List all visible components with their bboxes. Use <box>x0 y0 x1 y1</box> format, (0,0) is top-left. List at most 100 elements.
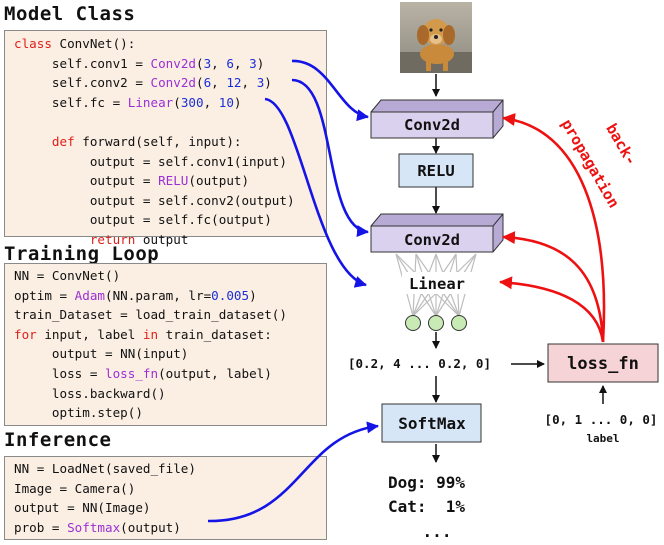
conv2d-1-label: Conv2d <box>404 116 460 134</box>
conv2d-layer-1: Conv2d <box>370 99 504 139</box>
training-loop-code: NN = ConvNet()optim = Adam(NN.param, lr=… <box>14 266 287 423</box>
code-token: , <box>211 75 227 91</box>
output-node-1 <box>405 315 421 331</box>
code-token: output = self.fc(output) <box>14 212 272 228</box>
training-loop-code-box <box>4 263 327 426</box>
code-line: output = NN(input) <box>14 344 287 364</box>
code-token: optim = <box>14 287 75 303</box>
code-token: ) <box>249 287 257 303</box>
loss-fn-box: loss_fn <box>547 343 659 383</box>
code-token: 6 <box>203 75 212 91</box>
code-token: 12 <box>226 75 242 91</box>
output-vector: [0.2, 4 ... 0.2, 0] <box>348 356 491 371</box>
code-line: Image = Camera() <box>14 479 196 499</box>
softmax-layer: SoftMax <box>381 403 482 443</box>
code-line: for input, label in train_dataset: <box>14 325 287 345</box>
code-token: 3 <box>249 55 257 71</box>
code-token: , <box>211 55 227 71</box>
code-line: NN = ConvNet() <box>14 266 287 286</box>
code-token: 0.005 <box>211 287 250 303</box>
code-token: (output) <box>188 173 250 189</box>
code-token: train_Dataset = load_train_dataset() <box>14 307 287 323</box>
arrow-fc-to-linear <box>264 97 367 288</box>
code-line: train_Dataset = load_train_dataset() <box>14 305 287 325</box>
code-token: ) <box>264 75 272 91</box>
code-token: (NN.param, lr= <box>105 287 212 303</box>
code-token: prob = <box>14 519 68 535</box>
code-line: class ConvNet(): <box>14 34 295 54</box>
code-token: ( <box>195 75 204 91</box>
code-token: self.conv1 = <box>14 55 151 71</box>
result-cat: Cat: 1% <box>388 497 465 516</box>
code-token: loss.backward() <box>14 385 166 401</box>
code-token: RELU <box>158 173 189 189</box>
code-line: output = self.conv2(output) <box>14 191 295 211</box>
title-model-class: Model Class <box>4 3 136 25</box>
code-token: , <box>241 75 257 91</box>
label-vector: [0, 1 ... 0, 0] <box>545 412 658 427</box>
backprop-arrow-linear <box>499 276 605 343</box>
code-token: Adam <box>74 287 106 303</box>
code-token: in <box>142 326 159 342</box>
code-line: output = RELU(output) <box>14 171 295 191</box>
code-line: loss.backward() <box>14 384 287 404</box>
arrow-conv1-to-layer <box>291 59 369 122</box>
code-token: 3 <box>203 55 212 71</box>
relu-layer: RELU <box>398 153 474 188</box>
code-token: (output) <box>120 519 181 535</box>
code-token: ( <box>173 94 181 110</box>
code-token: def <box>51 133 75 149</box>
code-token: input, label <box>36 326 143 342</box>
code-token: ( <box>195 55 204 71</box>
conv2d-layer-2: Conv2d <box>370 213 504 253</box>
loss-fn-label: loss_fn <box>567 354 639 374</box>
code-token: loss_fn <box>105 365 159 381</box>
code-line: loss = loss_fn(output, label) <box>14 364 287 384</box>
output-node-3 <box>451 315 467 331</box>
code-line: output = self.conv1(input) <box>14 152 295 172</box>
result-dog: Dog: 99% <box>388 473 465 492</box>
code-token: output = <box>14 173 159 189</box>
code-line: NN = LoadNet(saved_file) <box>14 459 196 479</box>
code-line: prob = Softmax(output) <box>14 518 196 538</box>
linear-label-backdrop <box>402 272 472 294</box>
code-line: self.fc = Linear(300, 10) <box>14 93 295 113</box>
code-line: def forward(self, input): <box>14 132 295 152</box>
inference-code: NN = LoadNet(saved_file)Image = Camera()… <box>14 459 196 537</box>
title-inference: Inference <box>4 429 112 451</box>
code-token: output = self.conv1(input) <box>14 153 287 169</box>
code-token: class <box>14 36 52 51</box>
softmax-label: SoftMax <box>398 414 466 433</box>
model-class-code-box <box>4 30 327 237</box>
code-token: ConvNet(): <box>51 36 136 51</box>
code-line: output = self.fc(output) <box>14 210 295 230</box>
inference-code-box <box>4 456 327 540</box>
code-token: Image = Camera() <box>14 480 136 496</box>
code-token: (output, label) <box>158 365 272 381</box>
code-token: Conv2d <box>150 55 196 71</box>
code-token: output = NN(input) <box>14 346 189 362</box>
code-token: output <box>135 231 189 247</box>
code-token: forward(self, input): <box>74 133 242 149</box>
code-line: output = NN(Image) <box>14 498 196 518</box>
dog-photo <box>400 2 472 73</box>
code-token: 3 <box>256 75 265 91</box>
backprop-label-line1: back- <box>602 120 640 168</box>
code-token: Conv2d <box>150 75 196 91</box>
code-line: optim = Adam(NN.param, lr=0.005) <box>14 286 287 306</box>
code-token: train_dataset: <box>158 326 272 342</box>
linear-label: Linear <box>409 275 465 293</box>
code-token: self.conv2 = <box>14 75 151 91</box>
code-token: 6 <box>226 55 234 71</box>
code-line: return output <box>14 230 295 250</box>
code-token: Softmax <box>67 519 121 535</box>
code-token: 10 <box>218 94 234 110</box>
code-token: optim.step() <box>14 405 143 421</box>
code-token: output = self.conv2(output) <box>14 192 295 208</box>
code-token: output = NN(Image) <box>14 500 151 516</box>
code-token: ) <box>256 55 265 71</box>
result-more: ... <box>423 522 452 541</box>
backprop-arrow-conv2 <box>502 231 605 343</box>
code-token: return <box>89 231 136 247</box>
title-training-loop: Training Loop <box>4 243 160 265</box>
